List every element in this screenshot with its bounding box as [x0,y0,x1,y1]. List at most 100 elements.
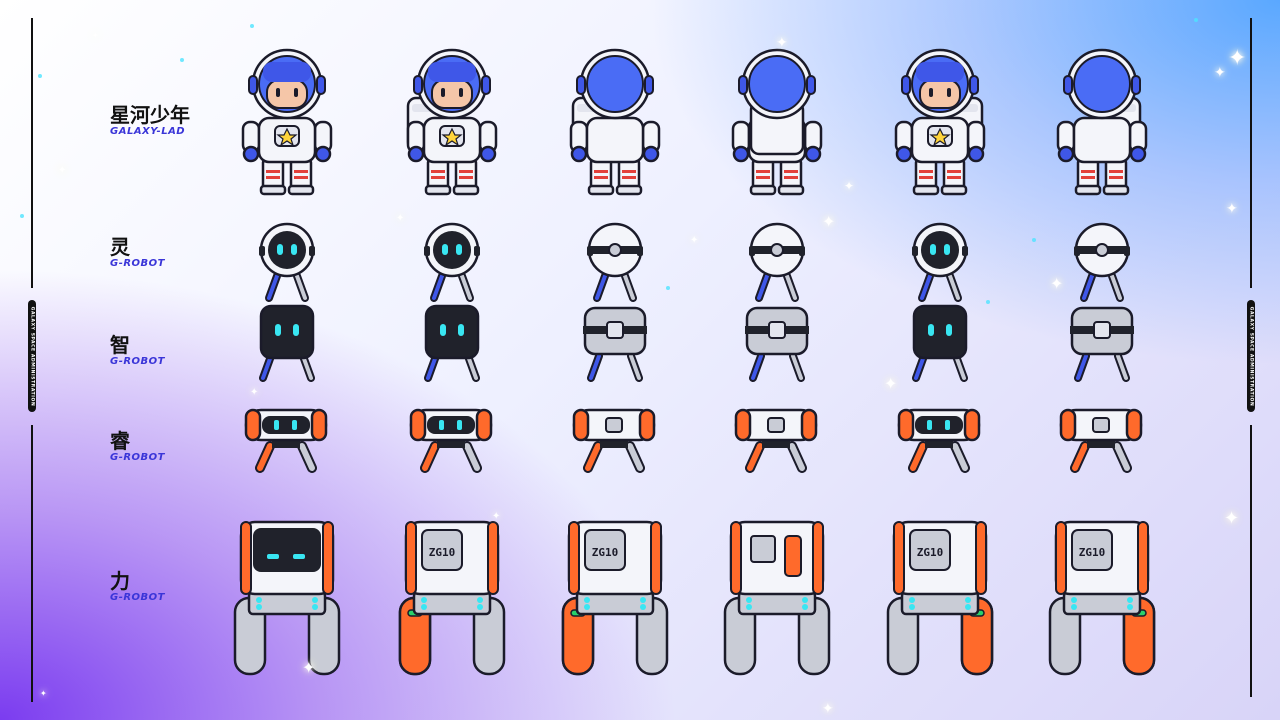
left-frame-line-bottom [31,425,33,702]
sprite-ling-q-right [900,220,980,308]
right-frame-line-bottom [1250,425,1252,697]
sprite-zhi-front [247,300,327,388]
glow-dot [180,58,184,62]
li-robot-sprite-side-left: ZG10 [561,520,669,676]
sprite-rui-side-left [570,406,660,478]
sparkle-icon: ✦ [1050,274,1064,293]
row-title-en: GALAXY-LAD [110,126,186,137]
ling-robot-sprite-back [749,222,805,302]
sprite-li-q-left: ZG10 [392,518,512,682]
galaxy-lad-sprite-q-right [894,48,986,196]
sprite-li-side-left: ZG10 [555,518,675,682]
ling-robot-sprite-q-left [424,222,480,302]
galaxy-lad-sprite-side-left [569,48,661,196]
zhi-robot-sprite-back [745,306,809,382]
rui-robot-sprite-front [244,408,328,473]
left-side-text: GALAXY SPACE ADMINISTRATION [29,306,35,406]
glow-dot [38,74,42,78]
rui-robot-sprite-side-right [1059,408,1143,473]
right-frame-line-top [1250,18,1252,288]
sprite-rui-q-left [407,406,497,478]
sprite-ling-side-right [1062,220,1142,308]
left-side-label: GALAXY SPACE ADMINISTRATION [28,300,36,412]
li-robot-sprite-side-right: ZG10 [1048,520,1156,676]
sparkle-icon: ✦ [492,511,501,522]
sparkle-icon: ✦ [822,701,834,717]
sparkle-icon: ✦ [40,689,47,698]
glow-dot [986,300,990,304]
galaxy-lad-sprite-back [731,48,823,196]
zhi-robot-sprite-side-left [583,306,647,382]
zhi-robot-sprite-q-left [424,304,480,382]
sprite-ling-q-left [412,220,492,308]
right-side-label: GALAXY SPACE ADMINISTRATION [1247,300,1255,412]
sprite-zhi-side-left [575,300,655,388]
sparkle-icon: ✦ [844,179,855,193]
row-label-galaxy-lad: 星河少年 GALAXY-LAD [110,104,190,138]
ling-robot-sprite-side-left [587,222,643,302]
glow-dot [666,286,670,290]
sprite-galaxy-lad-back [727,46,827,202]
galaxy-lad-sprite-side-right [1056,48,1148,196]
row-title-zh: 力 [110,569,130,593]
row-title-en: G-ROBOT [110,452,166,463]
sparkle-icon: ✦ [250,387,259,398]
glow-dot [250,24,254,28]
glow-dot [1194,18,1198,22]
glow-dot [1032,238,1036,242]
sprite-li-q-right: ZG10 [880,518,1000,682]
sparkle-icon: ✦ [92,31,99,40]
sparkle-icon: ✦ [302,658,316,677]
sprite-li-front [227,518,347,682]
rui-robot-sprite-side-left [572,408,656,473]
row-title-en: G-ROBOT [110,592,166,603]
row-title-zh: 智 [110,333,130,357]
rui-robot-sprite-q-left [409,408,493,473]
row-title-en: G-ROBOT [110,258,166,269]
sparkle-icon: ✦ [1224,508,1240,529]
ling-robot-sprite-front [259,222,315,302]
ling-robot-sprite-q-right [912,222,968,302]
sprite-ling-side-left [575,220,655,308]
sprite-zhi-side-right [1062,300,1142,388]
right-side-text: GALAXY SPACE ADMINISTRATION [1248,306,1254,406]
robot-badge-text: ZG10 [1079,546,1106,559]
sparkle-icon: ✦ [396,213,405,224]
sprite-galaxy-lad-side-right [1052,46,1152,202]
sprite-galaxy-lad-side-left [565,46,665,202]
glow-dot [20,214,24,218]
robot-badge-text: ZG10 [917,546,944,559]
li-robot-sprite-back [723,520,831,676]
sprite-ling-front [247,220,327,308]
sprite-rui-front [242,406,332,478]
sprite-ling-back [737,220,817,308]
zhi-robot-sprite-q-right [912,304,968,382]
sparkle-icon: ✦ [822,212,836,231]
row-title-zh: 灵 [110,235,130,259]
robot-badge-text: ZG10 [429,546,456,559]
galaxy-lad-sprite-q-left [406,48,498,196]
sparkle-icon: ✦ [58,165,67,176]
sprite-galaxy-lad-front [237,46,337,202]
sprite-zhi-back [737,300,817,388]
row-title-zh: 睿 [110,429,130,453]
sparkle-icon: ✦ [1226,201,1238,217]
sprite-galaxy-lad-q-right [890,46,990,202]
sprite-li-side-right: ZG10 [1042,518,1162,682]
robot-badge-text: ZG10 [592,546,619,559]
sprite-galaxy-lad-q-left [402,46,502,202]
row-label-rui: 睿 G-ROBOT [110,430,165,464]
zhi-robot-sprite-side-right [1070,306,1134,382]
li-robot-sprite-q-right: ZG10 [886,520,994,676]
sparkle-icon: ✦ [690,235,699,246]
left-frame-line-top [31,18,33,288]
rui-robot-sprite-q-right [897,408,981,473]
row-title-en: G-ROBOT [110,356,166,367]
row-label-zhi: 智 G-ROBOT [110,334,165,368]
sprite-rui-back [732,406,822,478]
sparkle-icon: ✦ [884,374,898,393]
sprite-zhi-q-left [412,300,492,388]
row-label-li: 力 G-ROBOT [110,570,165,604]
sparkle-icon: ✦ [1228,46,1247,71]
